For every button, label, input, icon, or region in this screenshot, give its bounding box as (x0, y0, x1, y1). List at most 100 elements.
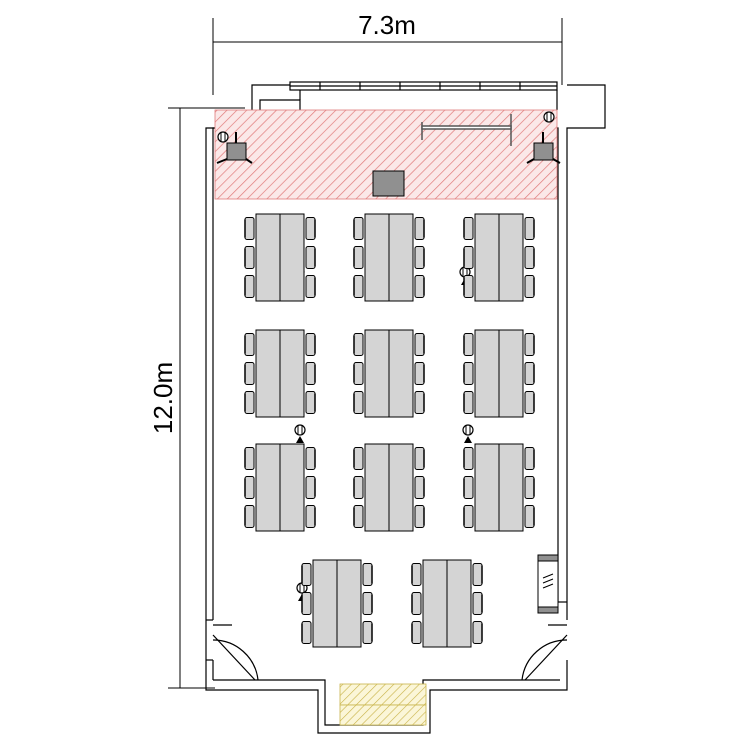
chair (524, 504, 535, 529)
table (364, 329, 390, 418)
chair (414, 475, 425, 500)
chair (353, 274, 364, 299)
chair (472, 562, 483, 587)
table (279, 443, 305, 532)
chair (463, 446, 474, 471)
table (388, 213, 414, 302)
chair (414, 245, 425, 270)
chair (411, 562, 422, 587)
chair (463, 274, 474, 299)
table (498, 443, 524, 532)
chair (411, 591, 422, 616)
chair (305, 216, 316, 241)
table (255, 213, 281, 302)
chair (463, 361, 474, 386)
chair (244, 216, 255, 241)
dimension-height (168, 107, 245, 689)
outlet-icon (543, 111, 555, 123)
chair (305, 504, 316, 529)
chair (305, 390, 316, 415)
chair (244, 361, 255, 386)
chair (305, 446, 316, 471)
speaker-icon (526, 132, 561, 164)
chair (305, 361, 316, 386)
chair (524, 216, 535, 241)
chair (524, 245, 535, 270)
chair (463, 245, 474, 270)
speaker-icon (216, 132, 253, 164)
table-group (353, 443, 425, 532)
chair (244, 390, 255, 415)
chair (353, 446, 364, 471)
equipment-rack (537, 554, 559, 614)
table (474, 443, 500, 532)
table (422, 559, 448, 648)
table (474, 213, 500, 302)
chair (362, 620, 373, 645)
chair (305, 475, 316, 500)
chair (301, 620, 312, 645)
chair (414, 332, 425, 357)
chair (353, 475, 364, 500)
table (255, 329, 281, 418)
table-group (244, 213, 316, 302)
chair (353, 361, 364, 386)
chair (411, 620, 422, 645)
table-group (463, 329, 535, 418)
chair (463, 332, 474, 357)
table (498, 329, 524, 418)
chair (244, 274, 255, 299)
table (364, 213, 390, 302)
chair (463, 504, 474, 529)
table (474, 329, 500, 418)
table-group (244, 329, 316, 418)
chair (524, 274, 535, 299)
table (446, 559, 472, 648)
table (279, 213, 305, 302)
chair (244, 245, 255, 270)
chair (414, 216, 425, 241)
outlet-icon (217, 131, 229, 143)
chair (353, 504, 364, 529)
chair (463, 475, 474, 500)
table (255, 443, 281, 532)
table-group (301, 559, 373, 648)
chair (524, 361, 535, 386)
chair (472, 620, 483, 645)
projector-screen (421, 114, 512, 146)
chair (362, 591, 373, 616)
chair (244, 504, 255, 529)
outlet-icon (294, 424, 306, 443)
chair (414, 361, 425, 386)
table-group (411, 559, 483, 648)
chair (353, 245, 364, 270)
table (279, 329, 305, 418)
door-swing-icon (521, 601, 568, 681)
chair (244, 475, 255, 500)
table (364, 443, 390, 532)
chair (414, 274, 425, 299)
chair (305, 245, 316, 270)
height-label: 12.0m (148, 362, 178, 434)
chair (414, 446, 425, 471)
chair (244, 332, 255, 357)
chair (463, 216, 474, 241)
table (388, 329, 414, 418)
chair (353, 390, 364, 415)
table (336, 559, 362, 648)
outlet-icon (462, 424, 474, 443)
width-label: 7.3m (358, 10, 416, 40)
chair (305, 274, 316, 299)
chair (524, 446, 535, 471)
table (312, 559, 338, 648)
table-group (353, 329, 425, 418)
chair (353, 332, 364, 357)
chair (472, 591, 483, 616)
chair (362, 562, 373, 587)
door-swing-icon (206, 619, 259, 681)
table-group (463, 213, 535, 302)
entrance-area (339, 683, 427, 726)
table-group (244, 443, 316, 532)
table-group (463, 443, 535, 532)
